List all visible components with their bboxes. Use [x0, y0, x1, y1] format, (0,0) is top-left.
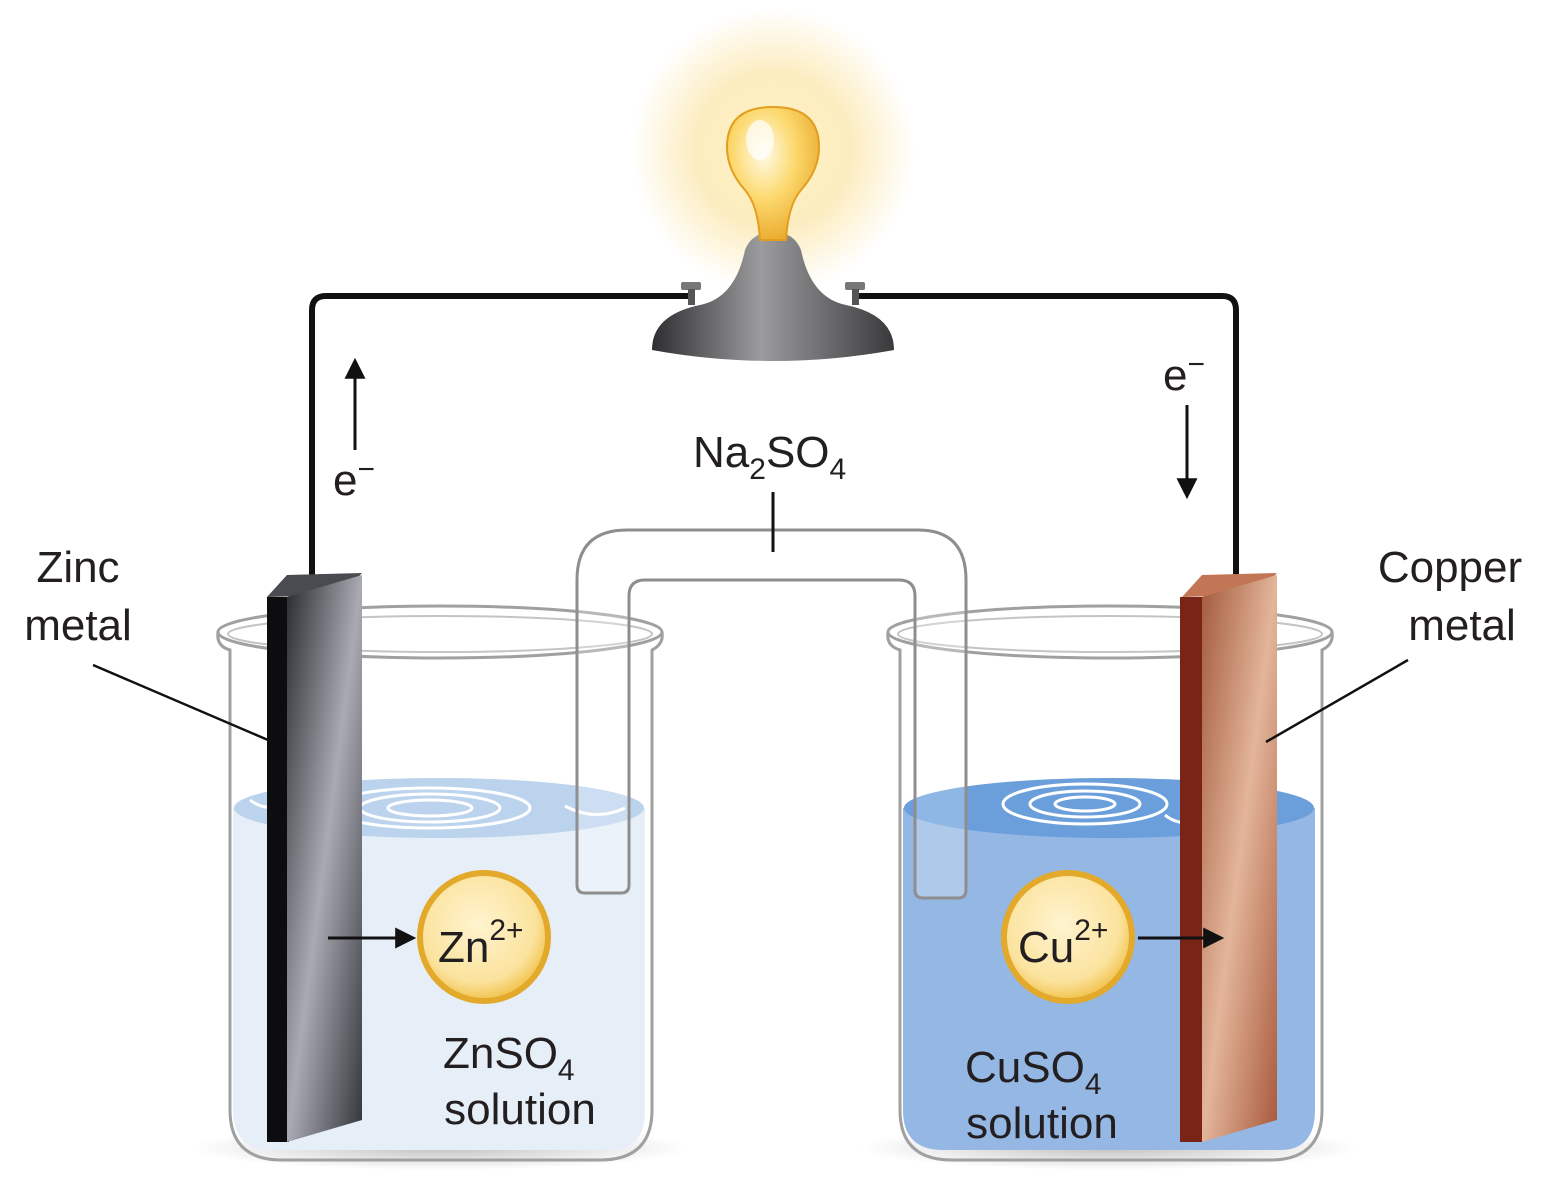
- zn-ion-label: Zn2+: [438, 914, 524, 972]
- copper-label-line2: metal: [1408, 601, 1516, 650]
- copper-electrode: [1180, 573, 1277, 1142]
- salt-bridge-label: Na2SO4: [693, 428, 846, 486]
- zinc-electrode: [267, 573, 362, 1142]
- right-wire: [855, 293, 1239, 580]
- zinc-label-line2: metal: [24, 601, 132, 650]
- light-bulb: [725, 105, 821, 241]
- cu-ion-circle: [1001, 870, 1135, 1004]
- znso4-label-line1: ZnSO4: [443, 1029, 575, 1087]
- zinc-label-line1: Zinc: [36, 543, 119, 592]
- cu-ion-label: Cu2+: [1018, 914, 1108, 972]
- cuso4-label-line2: solution: [966, 1099, 1118, 1148]
- lamp-base: [652, 232, 894, 361]
- salt-bridge: [575, 528, 968, 900]
- cuso4-label-line1: CuSO4: [965, 1043, 1102, 1101]
- copper-leader-line: [1265, 658, 1409, 744]
- left-wire: [309, 293, 690, 588]
- copper-label-line1: Copper: [1378, 543, 1522, 592]
- znso4-label-line2: solution: [444, 1085, 596, 1134]
- zinc-leader-line: [92, 663, 269, 742]
- electron-label-left: e−: [333, 453, 375, 505]
- zn-ion-circle: [417, 870, 551, 1004]
- electron-label-right: e−: [1163, 348, 1205, 400]
